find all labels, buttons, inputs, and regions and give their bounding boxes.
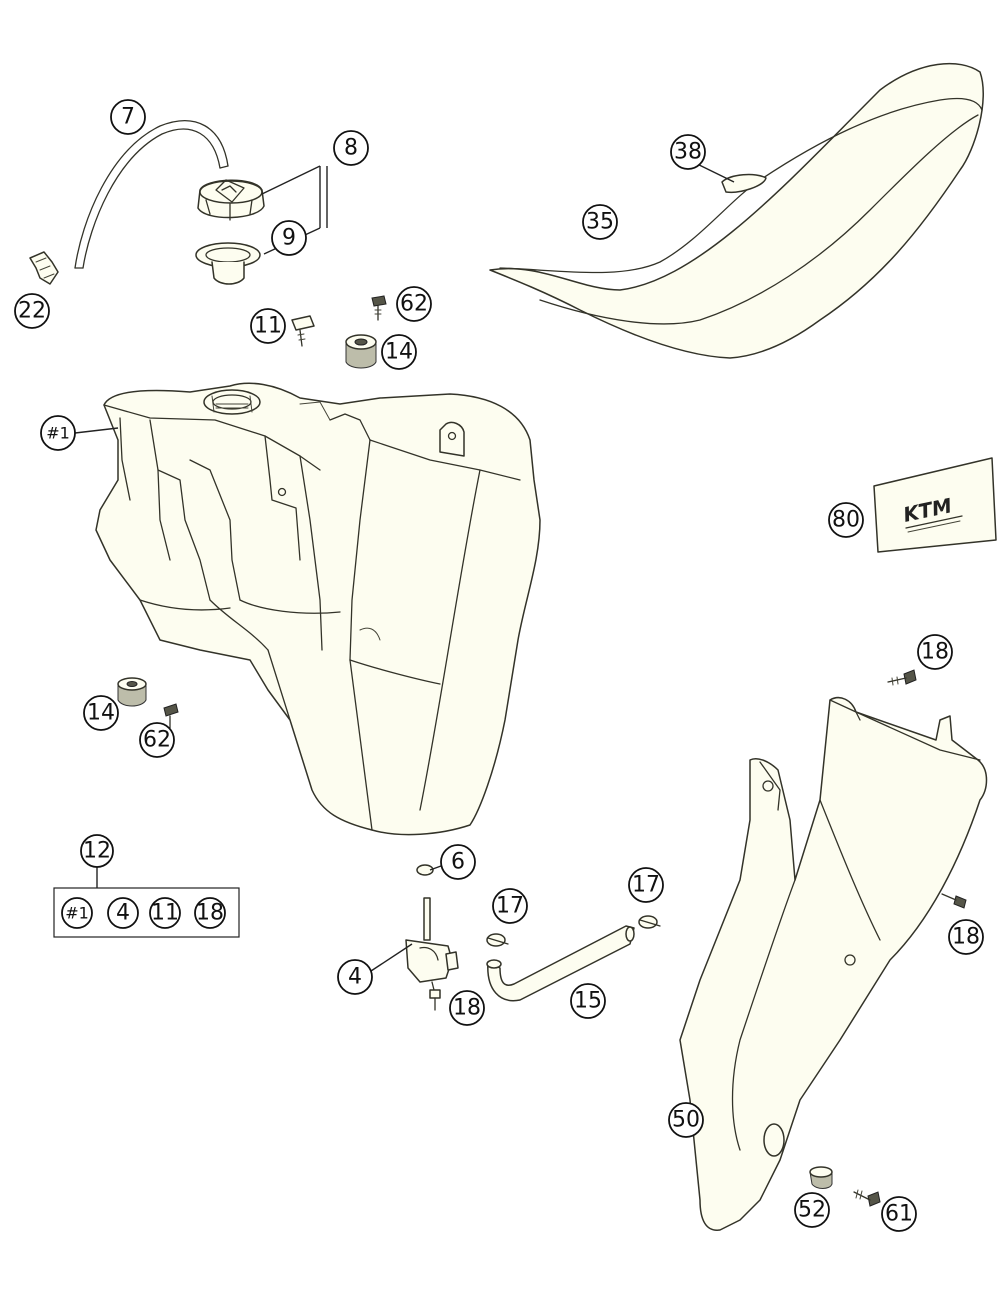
fuel-tank xyxy=(95,382,541,836)
callout-61: 61 xyxy=(881,1196,917,1232)
svg-text:11: 11 xyxy=(254,314,282,339)
svg-text:6: 6 xyxy=(451,850,465,875)
svg-text:18: 18 xyxy=(196,901,224,926)
cover-washer xyxy=(809,1166,833,1189)
cover-screw-right xyxy=(941,893,967,909)
callout-38: 38 xyxy=(670,134,706,170)
svg-text:22: 22 xyxy=(18,299,46,324)
tank-bushing-top xyxy=(345,334,377,369)
tank-decal: KTM xyxy=(873,457,997,553)
cover-bolt xyxy=(853,1189,881,1207)
callout-17-right: 17 xyxy=(628,867,664,903)
callout-6: 6 xyxy=(440,844,476,880)
callout-18-top: 18 xyxy=(917,634,953,670)
fuel-tap xyxy=(405,897,459,1011)
cover-screw-top xyxy=(887,669,917,686)
fuel-hose xyxy=(486,925,635,1002)
callout-18-tap: 18 xyxy=(449,990,485,1026)
svg-text:38: 38 xyxy=(674,140,702,165)
svg-text:14: 14 xyxy=(385,340,413,365)
tank-bushing-bottom xyxy=(117,677,147,707)
kit-group-12: #1 4 11 18 xyxy=(53,866,240,938)
callout-7: 7 xyxy=(110,99,146,135)
svg-text:17: 17 xyxy=(632,873,660,898)
svg-text:#1: #1 xyxy=(46,424,70,443)
tank-bolt-bottom xyxy=(163,703,179,729)
hose-clamp-2 xyxy=(638,915,661,929)
svg-text:80: 80 xyxy=(832,508,860,533)
callout-18-right: 18 xyxy=(948,919,984,955)
svg-text:17: 17 xyxy=(496,894,524,919)
svg-text:50: 50 xyxy=(672,1108,700,1133)
callout-50: 50 xyxy=(668,1102,704,1138)
callout-22: 22 xyxy=(14,293,50,329)
callout-62-top: 62 xyxy=(396,286,432,322)
callout-12: 12 xyxy=(80,834,114,868)
callout-1: #1 xyxy=(40,415,76,451)
svg-text:4: 4 xyxy=(348,965,362,990)
svg-text:18: 18 xyxy=(952,925,980,950)
seat xyxy=(489,62,984,359)
hose-fitting xyxy=(29,251,59,285)
svg-text:#1: #1 xyxy=(65,904,89,923)
callout-52: 52 xyxy=(794,1192,830,1228)
callout-62-bottom: 62 xyxy=(139,722,175,758)
callout-35: 35 xyxy=(582,204,618,240)
svg-text:12: 12 xyxy=(83,839,111,864)
callout-14-top: 14 xyxy=(381,334,417,370)
vent-hose xyxy=(74,120,229,269)
side-cover xyxy=(679,696,988,1231)
svg-text:62: 62 xyxy=(143,728,171,753)
svg-text:11: 11 xyxy=(151,901,179,926)
svg-text:8: 8 xyxy=(344,136,358,161)
svg-text:35: 35 xyxy=(586,210,614,235)
callout-15: 15 xyxy=(570,983,606,1019)
kit-item-4: 4 xyxy=(107,897,139,929)
callout-9: 9 xyxy=(271,220,307,256)
callout-80: 80 xyxy=(828,502,864,538)
svg-text:18: 18 xyxy=(921,640,949,665)
callout-8: 8 xyxy=(333,130,369,166)
callout-14-bottom: 14 xyxy=(83,695,119,731)
svg-text:18: 18 xyxy=(453,996,481,1021)
cap-seal xyxy=(195,242,261,285)
kit-item-18: 18 xyxy=(194,897,226,929)
callout-4: 4 xyxy=(337,959,373,995)
svg-text:7: 7 xyxy=(121,105,135,130)
svg-text:14: 14 xyxy=(87,701,115,726)
tank-bolt-top xyxy=(371,295,387,321)
svg-text:52: 52 xyxy=(798,1198,826,1223)
svg-text:62: 62 xyxy=(400,292,428,317)
svg-text:4: 4 xyxy=(116,901,130,926)
filler-cap xyxy=(197,179,265,221)
hose-clamp-1 xyxy=(486,933,509,947)
o-ring xyxy=(416,864,434,876)
leader-lines xyxy=(74,159,735,972)
callout-17-left: 17 xyxy=(492,888,528,924)
svg-text:61: 61 xyxy=(885,1202,913,1227)
kit-item-11: 11 xyxy=(149,897,181,929)
tank-screw xyxy=(291,315,315,347)
svg-text:15: 15 xyxy=(574,989,602,1014)
svg-text:9: 9 xyxy=(282,226,296,251)
kit-item-1: #1 xyxy=(61,897,93,929)
callout-11: 11 xyxy=(250,308,286,344)
